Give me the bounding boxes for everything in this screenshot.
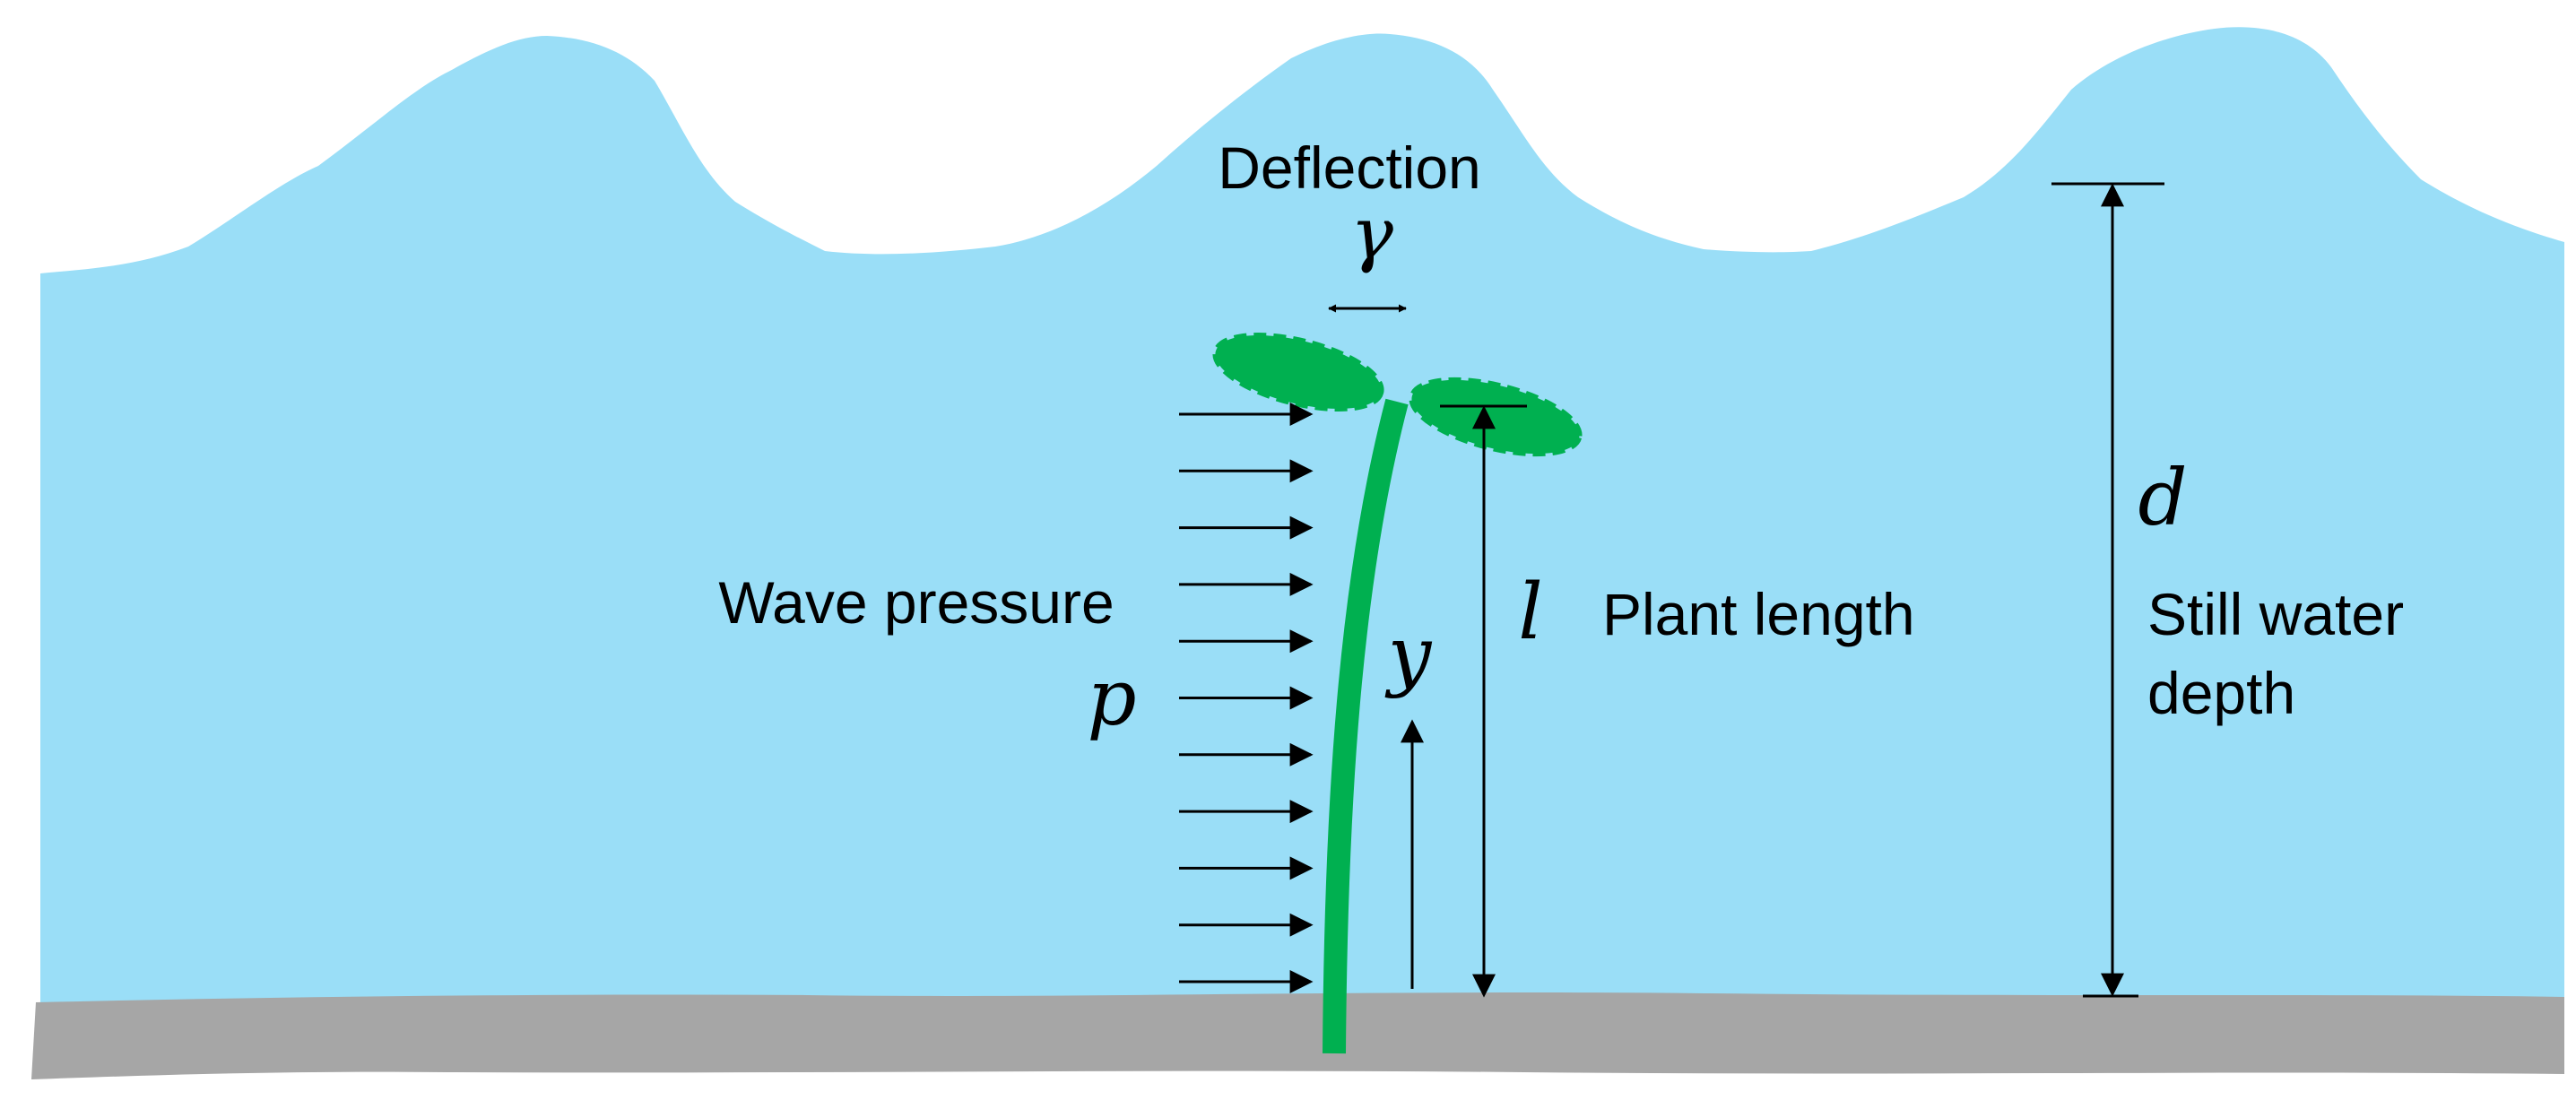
depth-symbol: d (2138, 454, 2187, 543)
pressure-symbol: p (1087, 654, 1136, 743)
plant-length-label: Plant length (1602, 581, 1915, 647)
plant-stem (1323, 398, 1409, 1054)
height-symbol: y (1384, 611, 1433, 700)
wave-pressure-label: Wave pressure (718, 569, 1114, 636)
leaf-deflected (1212, 332, 1384, 412)
leaf-upright (1409, 377, 1583, 457)
still-water-depth-label-line2: depth (2147, 660, 2295, 726)
plant-length-symbol: l (1518, 567, 1543, 657)
wave-pressure-arrows (1179, 403, 1314, 993)
still-water-depth-label-line1: Still water (2147, 581, 2404, 647)
seabed (31, 992, 2564, 1079)
deflection-label: Deflection (1218, 134, 1481, 201)
deflection-symbol: γ (1350, 192, 1393, 275)
